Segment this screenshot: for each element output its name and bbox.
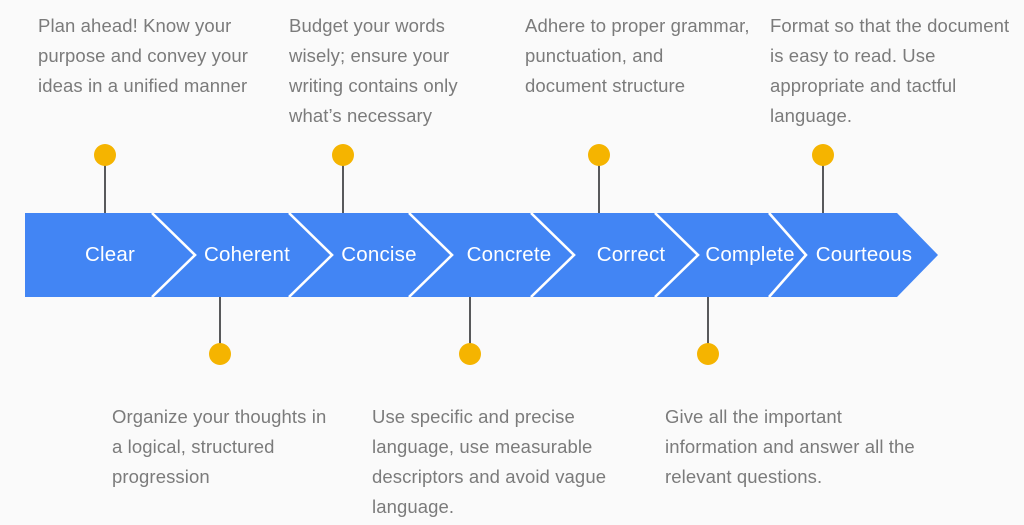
connector-stem-top-3 — [598, 160, 600, 213]
connector-dot-top-4 — [812, 144, 834, 166]
segment-label-concrete[interactable]: Concrete — [466, 243, 552, 266]
segment-label-courteous[interactable]: Courteous — [815, 243, 913, 266]
callout-bottom-2-text: Use specific and precise language, use m… — [372, 406, 607, 517]
connector-stem-top-2 — [342, 160, 344, 213]
callout-top-3-text: Adhere to proper grammar, punctuation, a… — [525, 15, 750, 96]
callout-top-1-text: Plan ahead! Know your purpose and convey… — [38, 15, 249, 96]
segment-label-clear[interactable]: Clear — [85, 243, 135, 266]
callout-bottom-3-text: Give all the important information and a… — [665, 406, 915, 487]
callout-bottom-1-text: Organize your thoughts in a logical, str… — [112, 406, 327, 487]
segment-label-concise[interactable]: Concise — [341, 243, 417, 266]
connector-stem-bottom-2 — [469, 297, 471, 344]
connector-dot-bottom-2 — [459, 343, 481, 365]
connector-dot-bottom-3 — [697, 343, 719, 365]
connector-dot-top-1 — [94, 144, 116, 166]
chevron-divider-2 — [288, 212, 334, 298]
connector-stem-bottom-3 — [707, 297, 709, 344]
connector-dot-top-3 — [588, 144, 610, 166]
connector-stem-top-1 — [104, 160, 106, 213]
chevron-divider-1 — [151, 212, 197, 298]
connector-dot-bottom-1 — [209, 343, 231, 365]
callout-top-4-text: Format so that the document is easy to r… — [770, 15, 1010, 126]
segment-label-complete[interactable]: Complete — [705, 243, 795, 266]
connector-stem-top-4 — [822, 160, 824, 213]
segment-label-correct[interactable]: Correct — [596, 243, 666, 266]
connector-dot-top-2 — [332, 144, 354, 166]
callout-top-2-text: Budget your words wisely; ensure your wr… — [289, 15, 458, 126]
connector-stem-bottom-1 — [219, 297, 221, 344]
segment-label-coherent[interactable]: Coherent — [204, 243, 290, 266]
